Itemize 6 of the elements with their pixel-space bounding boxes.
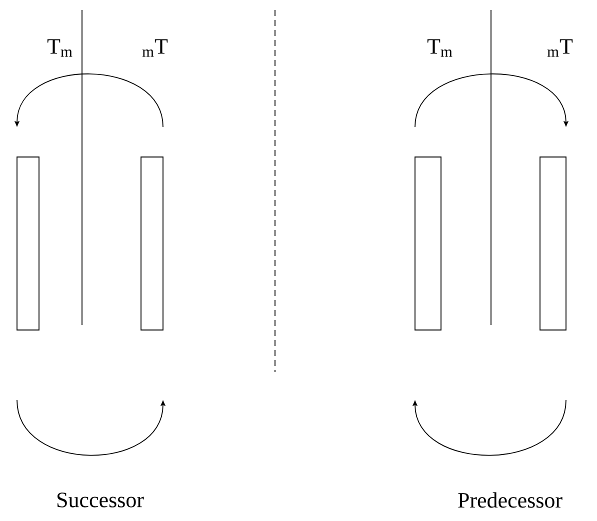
- caption: Successor: [57, 492, 144, 508]
- symbol-label: T$_{m}$: [47, 39, 72, 57]
- symbol-label: $_{m}$T: [547, 39, 573, 57]
- symbol-label: T$_{m}$: [427, 39, 452, 57]
- symbol-label: $_{m}$T: [142, 39, 168, 57]
- caption: Predecessor: [458, 492, 562, 508]
